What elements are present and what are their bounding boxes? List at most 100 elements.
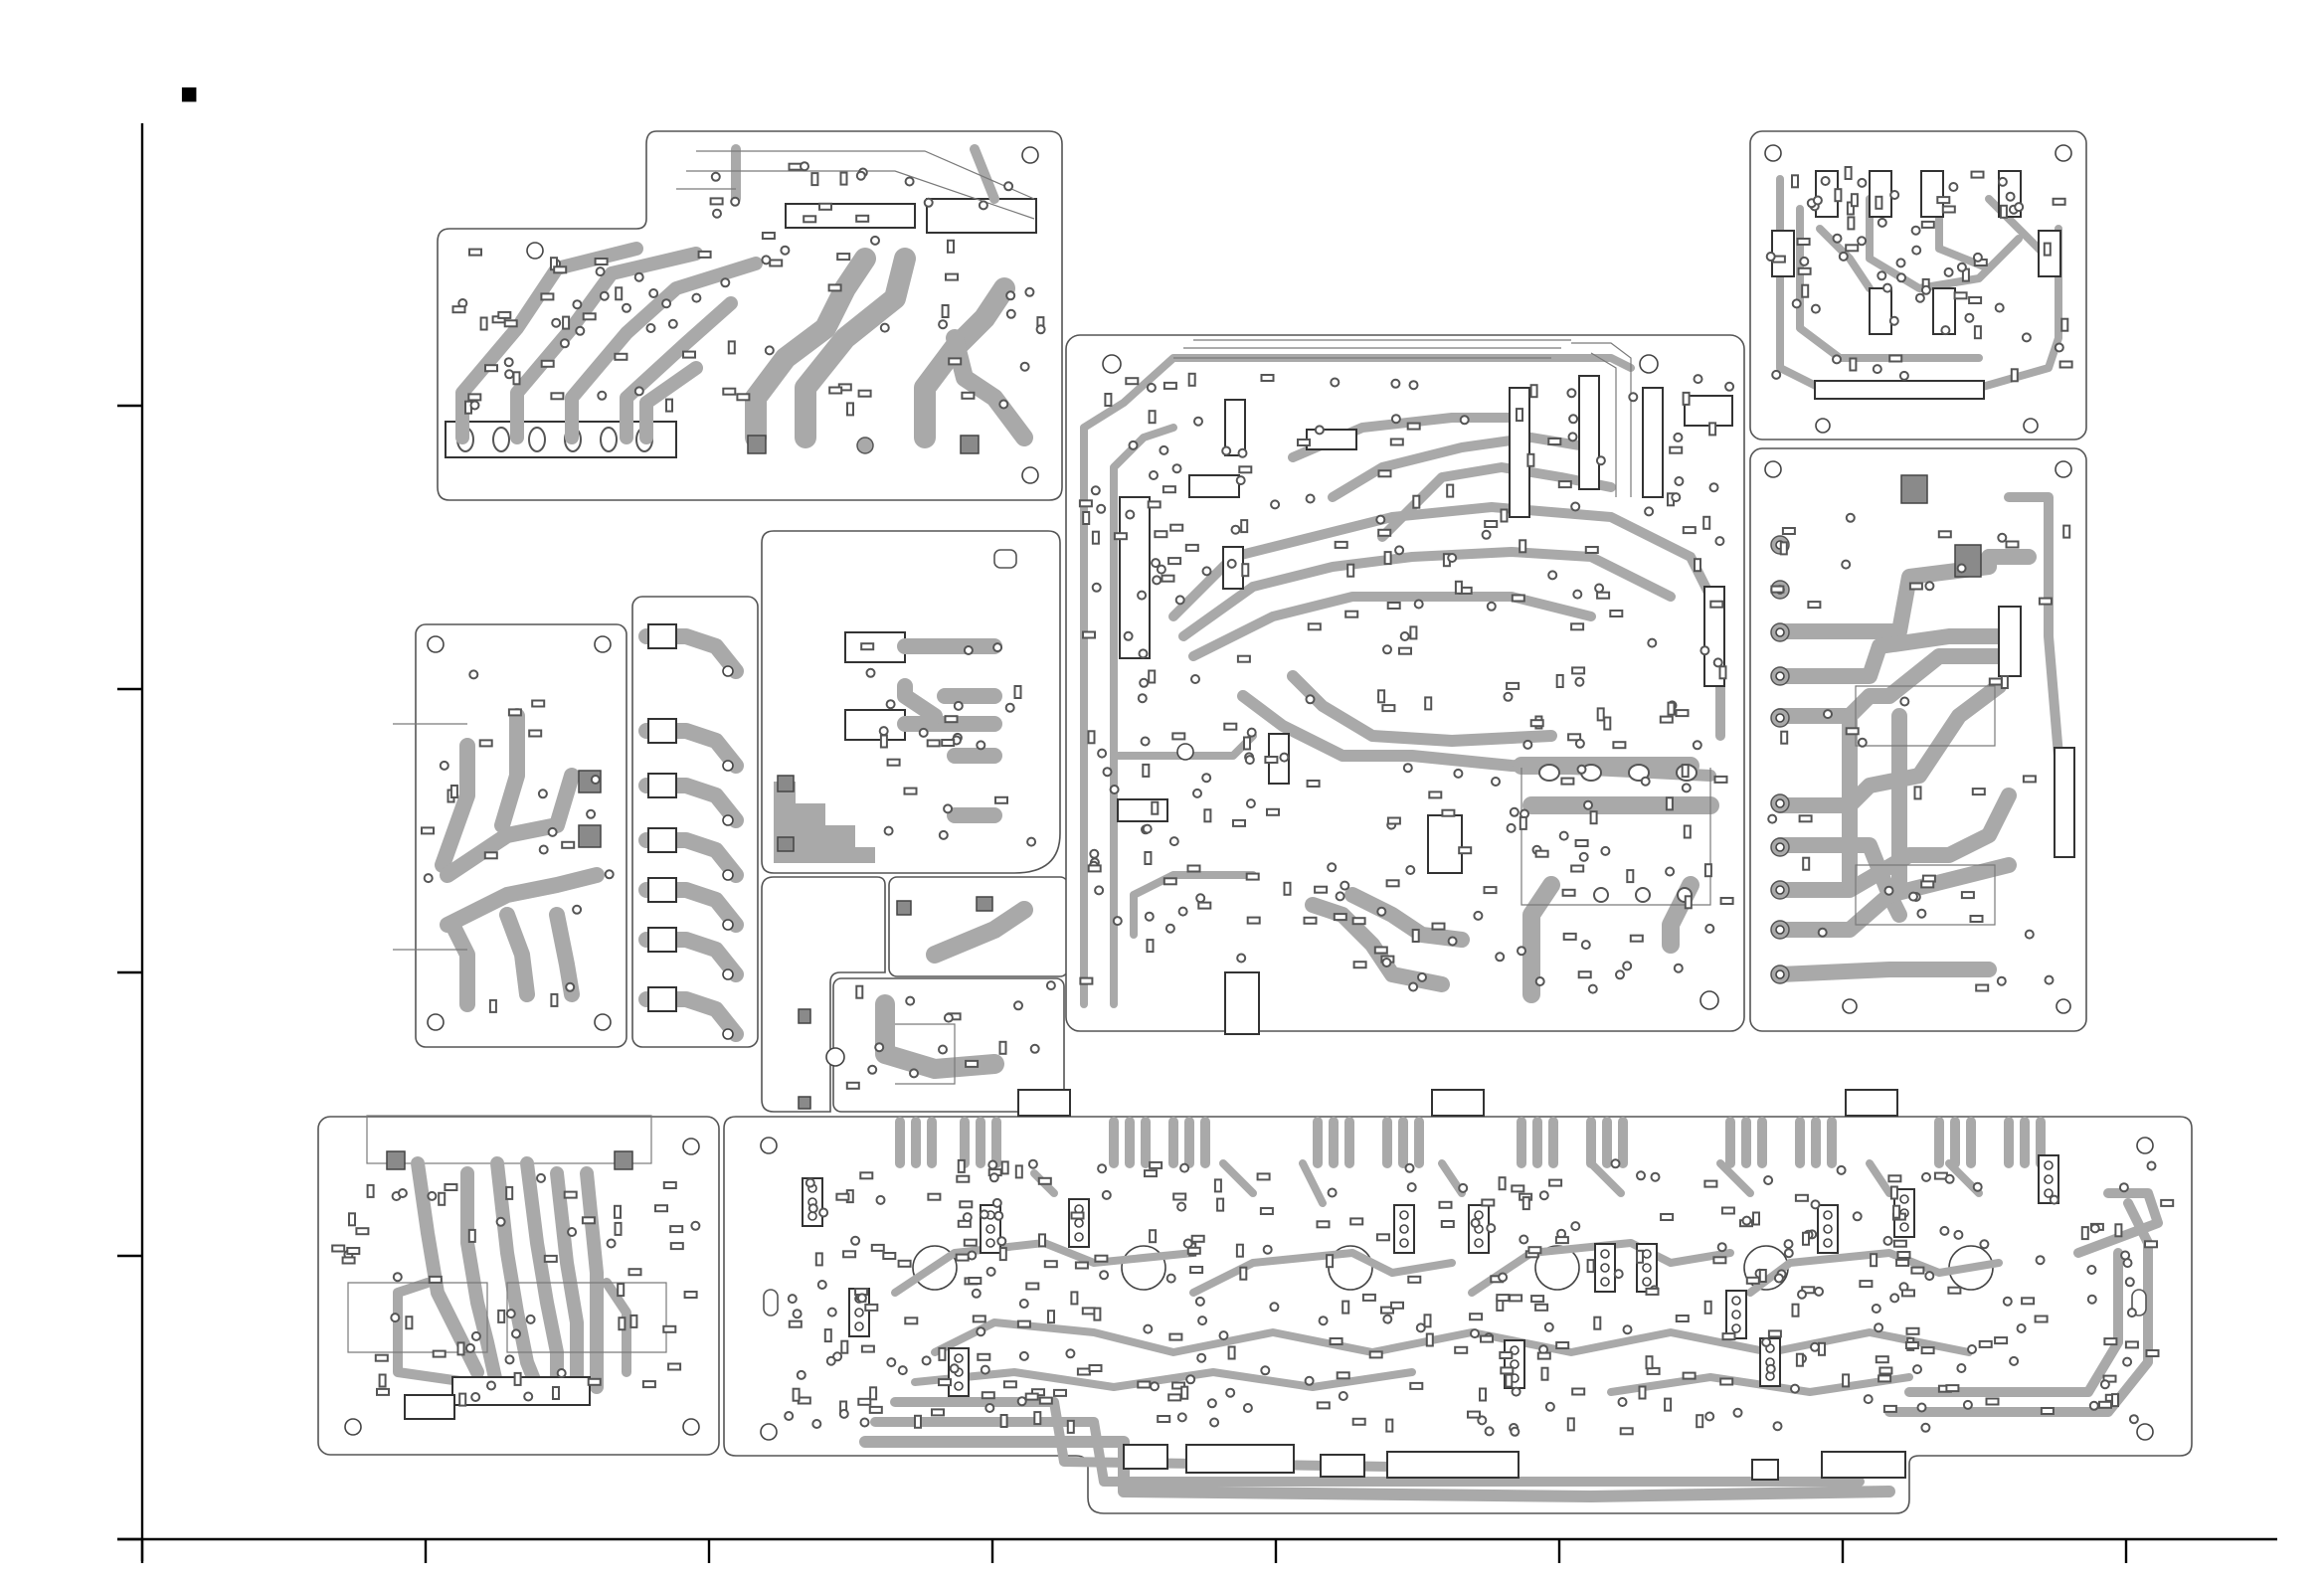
smd-resistor [498, 312, 510, 318]
via-pad [1271, 500, 1279, 508]
smd-resistor [957, 1176, 969, 1182]
smd-resistor [1239, 466, 1251, 472]
via-pad [1958, 565, 1966, 573]
smd-resistor [983, 1392, 994, 1398]
smd-capacitor [618, 1284, 624, 1296]
via-pad [1018, 1397, 1026, 1405]
smd-resistor [861, 643, 873, 649]
smd-resistor [870, 1407, 882, 1413]
via-pad [1791, 1385, 1799, 1393]
via-pad [1508, 824, 1516, 832]
via-pad [1177, 1203, 1185, 1211]
smd-capacitor [1480, 1389, 1486, 1401]
via-pad [906, 997, 914, 1005]
smd-capacitor [563, 317, 569, 329]
smd-resistor [962, 393, 974, 399]
smd-capacitor [1915, 787, 1921, 798]
smd-resistor [858, 1399, 870, 1405]
via-pad [1865, 1395, 1873, 1403]
smd-resistor [1800, 815, 1812, 821]
via-pad [1925, 582, 1933, 590]
smd-resistor [1799, 268, 1811, 274]
smd-capacitor [1781, 732, 1787, 744]
smd-resistor [843, 1251, 855, 1257]
smd-resistor [1145, 1170, 1157, 1176]
via-pad [2128, 1309, 2136, 1317]
via-pad [1186, 1375, 1194, 1383]
smd-resistor [1335, 914, 1346, 920]
smd-resistor [1922, 222, 1934, 228]
smd-resistor [1798, 239, 1810, 245]
cla-square-2 [799, 1097, 810, 1109]
smd-capacitor [1410, 626, 1416, 638]
via-pad [1179, 908, 1187, 916]
smd-resistor [1399, 648, 1411, 654]
via-pad [1138, 592, 1146, 600]
via-pad [1612, 1159, 1620, 1167]
via-pad [964, 1213, 972, 1221]
via-pad [1488, 603, 1496, 611]
via-pad [2130, 1415, 2138, 1423]
smd-resistor [1556, 1342, 1568, 1348]
smd-resistor [1026, 1284, 1038, 1290]
lm-transistor-2 [579, 825, 601, 847]
smd-resistor [1878, 1375, 1890, 1381]
via-pad [861, 1419, 869, 1427]
smd-resistor [1170, 525, 1182, 531]
smd-resistor [1138, 1382, 1150, 1388]
smd-capacitor [1637, 1251, 1643, 1263]
strip-component [648, 774, 676, 797]
terminal-pad-hole [1776, 926, 1784, 934]
smd-capacitor [1843, 1374, 1849, 1386]
smd-resistor [1354, 962, 1366, 967]
smd-resistor [1164, 383, 1176, 389]
via-pad [568, 1228, 576, 1236]
via-pad [1897, 273, 1905, 281]
smd-capacitor [1105, 394, 1111, 406]
via-pad [1196, 1298, 1204, 1306]
smd-resistor [1298, 439, 1310, 445]
tr-mount-hole-4 [2024, 419, 2038, 433]
smd-capacitor [1588, 1260, 1594, 1272]
via-pad [394, 1273, 402, 1281]
smd-capacitor [1891, 1187, 1897, 1199]
smd-capacitor [1413, 496, 1419, 508]
via-pad [1247, 799, 1255, 807]
via-pad [1833, 355, 1841, 363]
strip-pad [723, 1029, 733, 1039]
ic-pin [1643, 1250, 1651, 1258]
strip-component [648, 828, 676, 852]
clb-sq-1 [897, 901, 911, 915]
smd-resistor [1440, 1202, 1452, 1208]
via-pad [1571, 1222, 1579, 1230]
via-pad [441, 762, 448, 770]
smd-resistor [1860, 1281, 1872, 1287]
smd-resistor [1318, 1221, 1330, 1227]
via-pad [871, 237, 879, 245]
smd-resistor [1889, 356, 1901, 362]
smd-resistor [1884, 1406, 1896, 1412]
bl-mount-hole-1 [683, 1139, 699, 1154]
smd-capacitor [1500, 1177, 1506, 1189]
smd-resistor [763, 233, 775, 239]
via-pad [1666, 868, 1674, 876]
y-axis-ticks [117, 406, 142, 1539]
via-pad [1459, 1184, 1467, 1192]
smd-resistor [1198, 903, 1210, 909]
rm-mount-hole-3 [1843, 999, 1857, 1013]
via-pad [635, 273, 643, 281]
power-pad [1636, 888, 1650, 902]
smd-resistor [343, 1258, 355, 1264]
smd-resistor [1877, 1356, 1888, 1362]
smd-resistor [1677, 1316, 1689, 1321]
smd-resistor [505, 320, 517, 326]
smd-capacitor [959, 1160, 965, 1172]
via-pad [1270, 1303, 1278, 1311]
via-pad [1793, 299, 1801, 307]
via-pad [1180, 1164, 1188, 1172]
smd-resistor [1902, 1290, 1914, 1296]
via-pad [1545, 1323, 1553, 1331]
via-pad [955, 702, 963, 710]
smd-resistor [1962, 892, 1974, 898]
tl-pad-square-1 [748, 436, 766, 453]
